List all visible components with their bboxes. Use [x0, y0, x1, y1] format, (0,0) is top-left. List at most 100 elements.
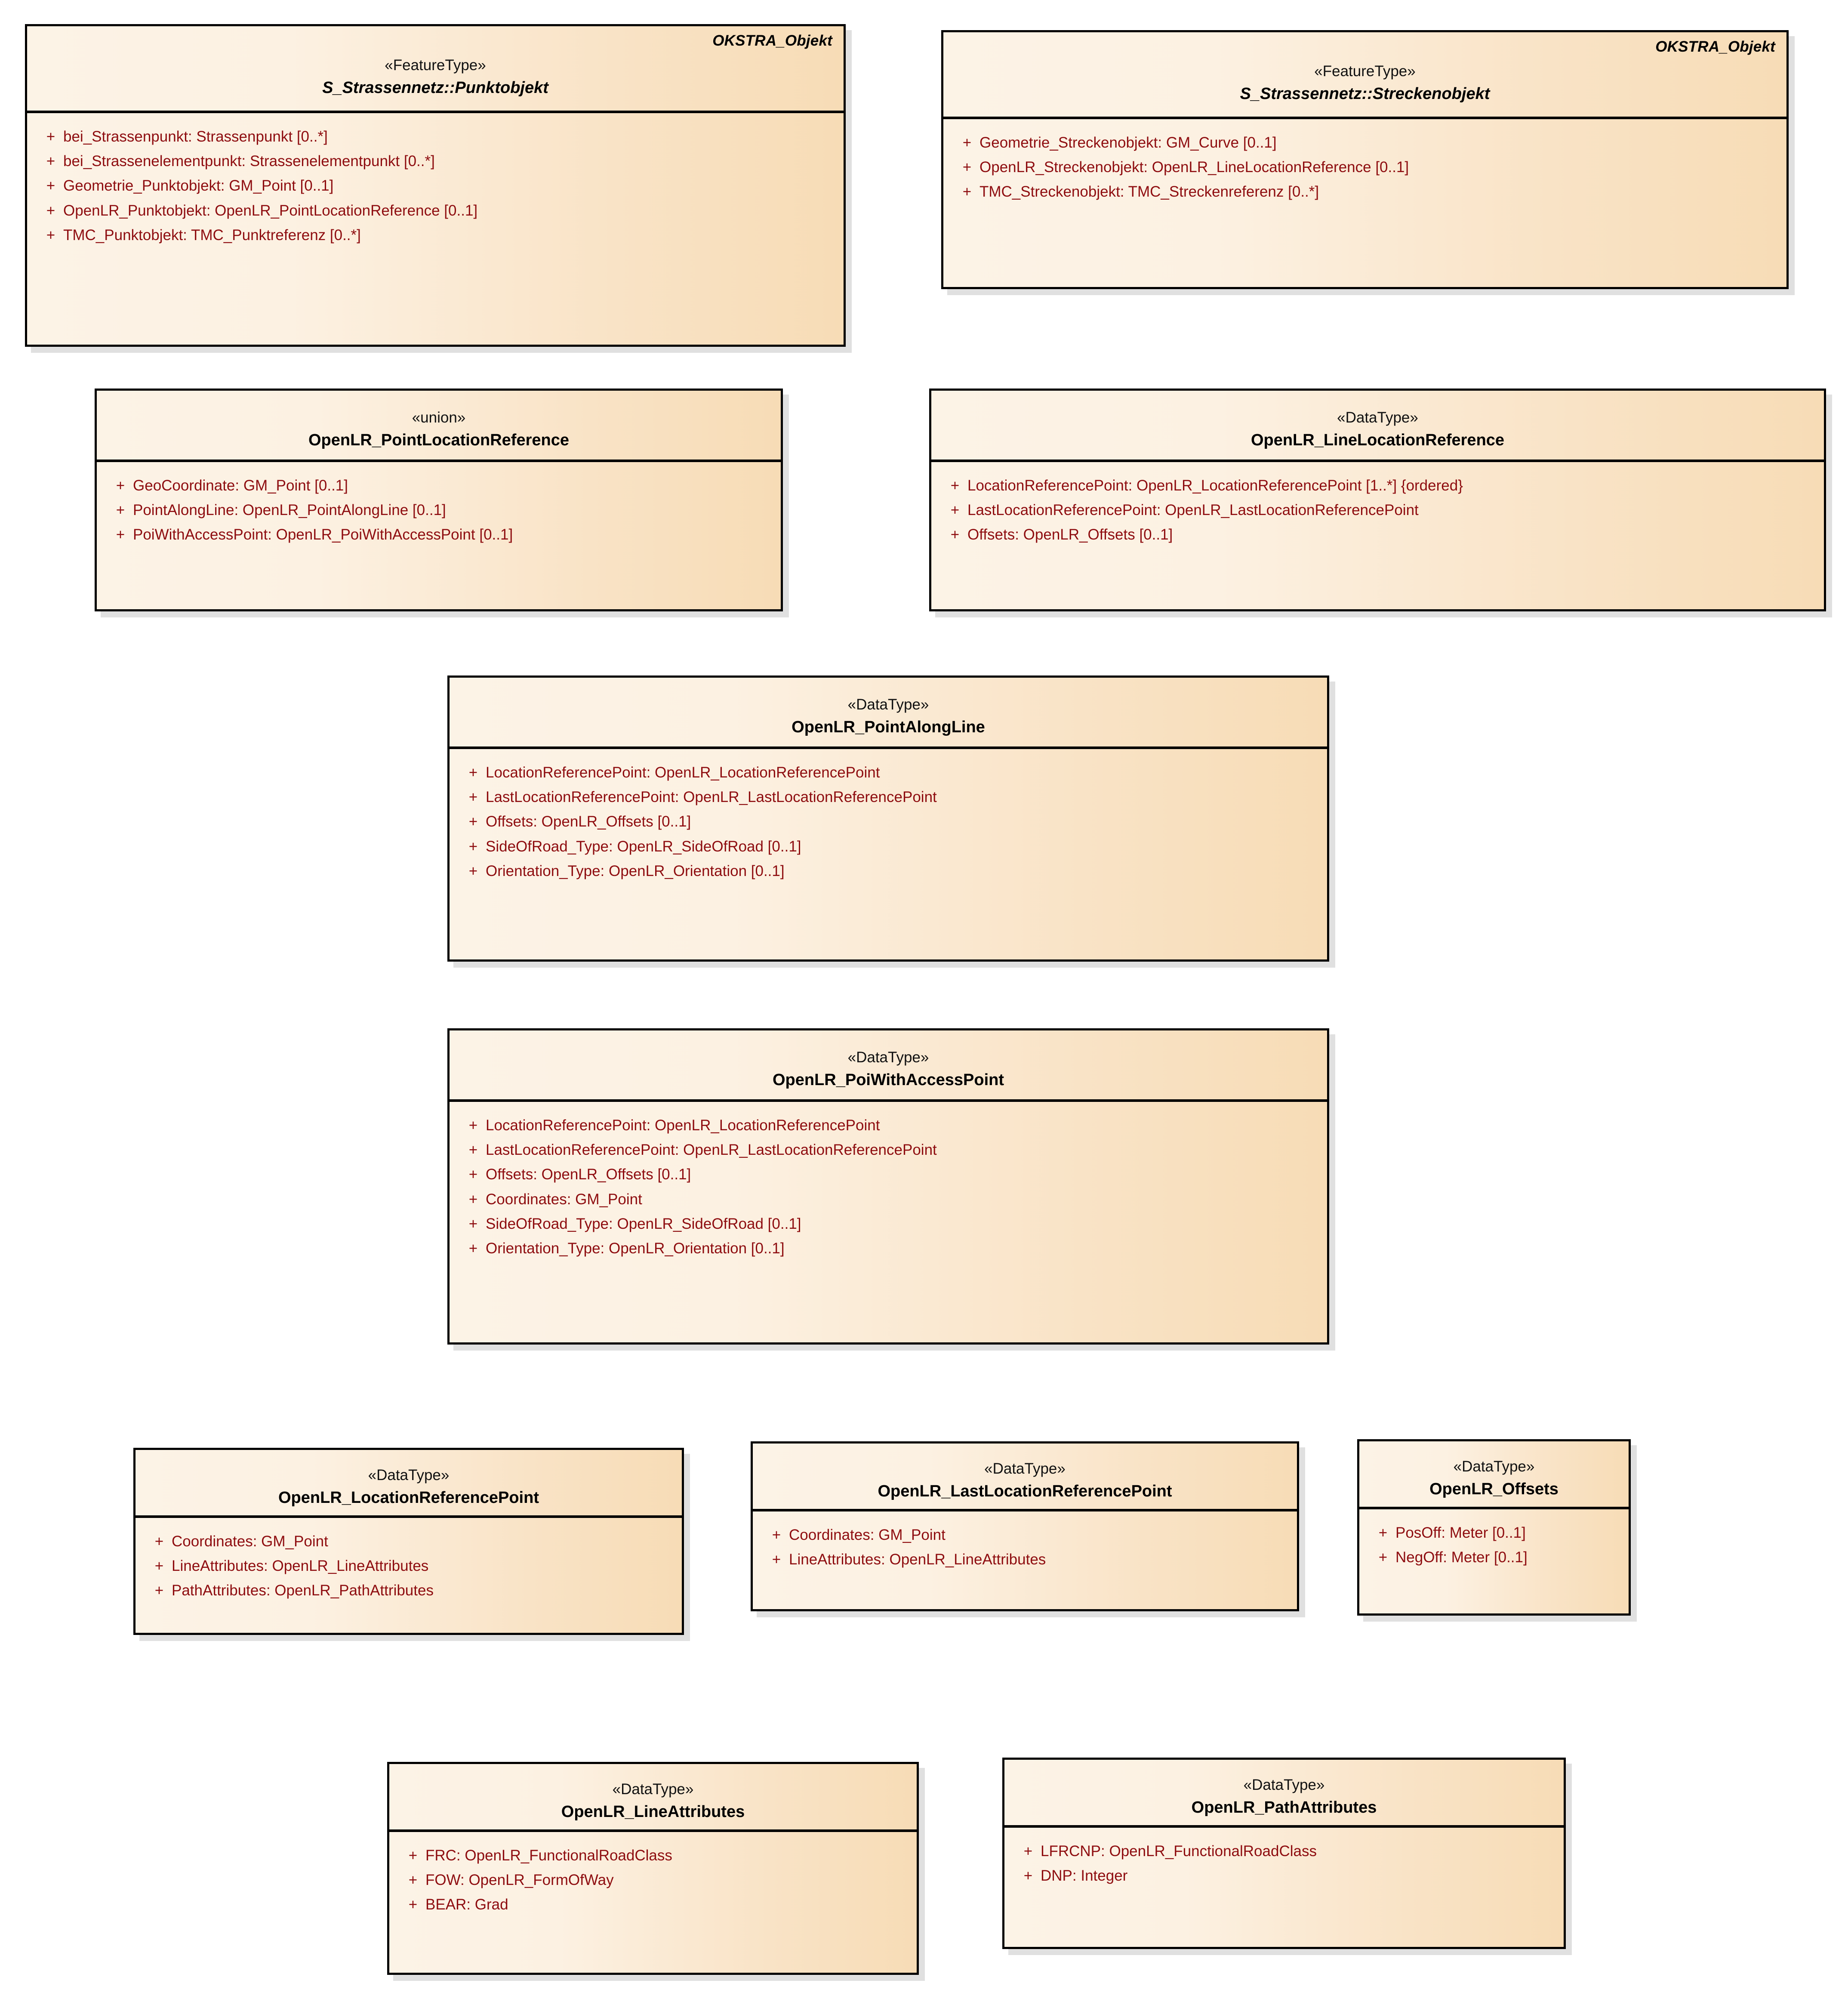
- class-header: «DataType» OpenLR_Offsets: [1359, 1441, 1629, 1507]
- attribute-signature: LineAttributes: OpenLR_LineAttributes: [789, 1551, 1046, 1568]
- class-stereotype: «DataType»: [1453, 1458, 1535, 1475]
- attribute-signature: BEAR: Grad: [425, 1896, 508, 1913]
- visibility-marker: +: [46, 128, 55, 145]
- class-stereotype: «FeatureType»: [1314, 63, 1416, 80]
- class-header: «DataType» OpenLR_LastLocationReferenceP…: [753, 1443, 1297, 1509]
- class-attributes: +bei_Strassenpunkt: Strassenpunkt [0..*]…: [27, 113, 844, 345]
- visibility-marker: +: [116, 477, 125, 494]
- attribute-row: + PathAttributes: OpenLR_PathAttributes: [147, 1578, 682, 1603]
- class-stereotype: «FeatureType»: [385, 57, 486, 74]
- attribute-signature: LFRCNP: OpenLR_FunctionalRoadClass: [1041, 1843, 1317, 1860]
- uml-class-openlr-pathattributes[interactable]: «DataType» OpenLR_PathAttributes + LFRCNP…: [1002, 1758, 1566, 1949]
- attribute-row: +Orientation_Type: OpenLR_Orientation [0…: [461, 1236, 1327, 1261]
- attribute-row: +Offsets: OpenLR_Offsets [0..1]: [942, 522, 1824, 547]
- attribute-signature: LastLocationReferencePoint: OpenLR_LastL…: [967, 502, 1419, 519]
- visibility-marker: +: [468, 1166, 478, 1183]
- attribute-row: +LastLocationReferencePoint: OpenLR_Last…: [461, 1138, 1327, 1162]
- class-name: S_Strassennetz::Streckenobjekt: [1240, 84, 1490, 103]
- class-name: OpenLR_LastLocationReferencePoint: [878, 1482, 1172, 1500]
- class-name: OpenLR_PathAttributes: [1191, 1798, 1377, 1817]
- visibility-marker: +: [468, 813, 478, 830]
- attribute-row: +OpenLR_Punktobjekt: OpenLR_PointLocatio…: [38, 198, 844, 223]
- visibility-marker: +: [772, 1551, 781, 1568]
- attribute-signature: FOW: OpenLR_FormOfWay: [425, 1872, 614, 1889]
- visibility-marker: +: [116, 502, 125, 519]
- uml-class-openlr-pointlocationreference[interactable]: «union» OpenLR_PointLocationReference +G…: [95, 389, 783, 611]
- visibility-marker: +: [154, 1582, 164, 1599]
- attribute-row: +Coordinates: GM_Point: [147, 1529, 682, 1554]
- attribute-signature: PathAttributes: OpenLR_PathAttributes: [172, 1582, 434, 1599]
- attribute-signature: LocationReferencePoint: OpenLR_LocationR…: [967, 477, 1463, 494]
- attribute-signature: LocationReferencePoint: OpenLR_LocationR…: [486, 1117, 880, 1134]
- class-attributes: + LFRCNP: OpenLR_FunctionalRoadClass +DNP…: [1004, 1828, 1564, 1947]
- uml-class-openlr-lineattributes[interactable]: «DataType» OpenLR_LineAttributes +FRC: O…: [387, 1762, 919, 1975]
- visibility-marker: +: [962, 134, 972, 151]
- attribute-row: + FOW: OpenLR_FormOfWay: [400, 1868, 917, 1892]
- class-name: OpenLR_PointLocationReference: [308, 431, 569, 449]
- visibility-marker: +: [1378, 1524, 1388, 1541]
- class-name: OpenLR_LineLocationReference: [1250, 431, 1505, 449]
- class-divider: [450, 1099, 1327, 1102]
- visibility-marker: +: [154, 1533, 164, 1550]
- visibility-marker: +: [772, 1527, 781, 1543]
- attribute-row: +Coordinates: GM_Point: [764, 1523, 1297, 1547]
- class-divider: [450, 746, 1327, 749]
- class-divider: [1359, 1507, 1629, 1509]
- class-attributes: + LocationReferencePoint: OpenLR_Location…: [450, 1102, 1327, 1342]
- class-stereotype: «DataType»: [1243, 1777, 1325, 1793]
- attribute-row: +LocationReferencePoint: OpenLR_Location…: [461, 760, 1327, 785]
- attribute-row: + Offsets: OpenLR_Offsets [0..1]: [461, 1162, 1327, 1187]
- class-attributes: +FRC: OpenLR_FunctionalRoadClass +FOW: O…: [389, 1832, 917, 1973]
- class-stereotype: «DataType»: [368, 1467, 450, 1484]
- class-divider: [97, 460, 781, 462]
- attribute-row: +DNP: Integer: [1016, 1863, 1564, 1888]
- uml-class-openlr-poiwithaccesspoint[interactable]: «DataType» OpenLR_PoiWithAccessPoint +Lo…: [447, 1028, 1329, 1345]
- visibility-marker: +: [1023, 1843, 1033, 1860]
- attribute-signature: PoiWithAccessPoint: OpenLR_PoiWithAccess…: [133, 526, 513, 543]
- class-stereotype: «DataType»: [984, 1460, 1066, 1477]
- attribute-signature: TMC_Streckenobjekt: TMC_Streckenreferenz…: [979, 183, 1319, 200]
- class-stereotype: «DataType»: [612, 1781, 694, 1798]
- class-header: OKSTRA_Objekt «FeatureType» S_Strassenne…: [27, 26, 844, 111]
- corner-note-okstra-objekt: OKSTRA_Objekt: [712, 32, 832, 49]
- uml-class-openlr-pointalongline[interactable]: «DataType» OpenLR_PointAlongLine +Locati…: [447, 675, 1329, 962]
- class-name: OpenLR_Offsets: [1429, 1480, 1558, 1498]
- attribute-row: +NegOff: Meter [0..1]: [1371, 1545, 1629, 1570]
- visibility-marker: +: [408, 1872, 418, 1889]
- class-stereotype: «DataType»: [847, 696, 929, 713]
- class-attributes: +PosOff: Meter [0..1] +NegOff: Meter [0.…: [1359, 1509, 1629, 1613]
- attribute-row: +bei_Strassenelementpunkt: Strasseneleme…: [38, 149, 844, 173]
- class-divider: [27, 111, 844, 113]
- uml-class-openlr-linelocationreference[interactable]: «DataType» OpenLR_LineLocationReference …: [929, 389, 1826, 611]
- visibility-marker: +: [962, 183, 972, 200]
- uml-class-openlr-lastlocationreferencepoint[interactable]: «DataType» OpenLR_LastLocationReferenceP…: [751, 1441, 1299, 1611]
- attribute-signature: DNP: Integer: [1041, 1867, 1128, 1885]
- uml-class-openlr-offsets[interactable]: «DataType» OpenLR_Offsets +PosOff: Meter…: [1357, 1439, 1631, 1616]
- attribute-signature: Orientation_Type: OpenLR_Orientation [0.…: [486, 862, 785, 879]
- class-name: OpenLR_LocationReferencePoint: [278, 1488, 539, 1507]
- attribute-signature: SideOfRoad_Type: OpenLR_SideOfRoad [0..1…: [486, 838, 801, 855]
- uml-class-streckenobjekt[interactable]: OKSTRA_Objekt «FeatureType» S_Strassenne…: [941, 30, 1789, 289]
- attribute-row: +Coordinates: GM_Point: [461, 1187, 1327, 1212]
- attribute-row: +LocationReferencePoint: OpenLR_Location…: [461, 1113, 1327, 1138]
- attribute-row: +SideOfRoad_Type: OpenLR_SideOfRoad [0..…: [461, 1212, 1327, 1236]
- class-attributes: +Coordinates: GM_Point +LineAttributes: …: [136, 1518, 682, 1633]
- class-attributes: +Geometrie_Streckenobjekt: GM_Curve [0..…: [943, 119, 1786, 287]
- attribute-signature: OpenLR_Punktobjekt: OpenLR_PointLocation…: [63, 202, 478, 219]
- visibility-marker: +: [116, 526, 125, 543]
- uml-class-punktobjekt[interactable]: OKSTRA_Objekt «FeatureType» S_Strassenne…: [25, 24, 846, 347]
- visibility-marker: +: [468, 1215, 478, 1232]
- attribute-signature: Offsets: OpenLR_Offsets [0..1]: [486, 1166, 691, 1183]
- uml-class-openlr-locationreferencepoint[interactable]: «DataType» OpenLR_LocationReferencePoint…: [133, 1448, 684, 1635]
- attribute-signature: LocationReferencePoint: OpenLR_LocationR…: [486, 764, 880, 781]
- visibility-marker: +: [468, 1141, 478, 1159]
- class-divider: [136, 1515, 682, 1518]
- visibility-marker: +: [468, 1191, 478, 1208]
- class-attributes: + LocationReferencePoint: OpenLR_Location…: [931, 462, 1824, 609]
- attribute-row: + PoiWithAccessPoint: OpenLR_PoiWithAcces…: [108, 522, 781, 547]
- visibility-marker: +: [950, 502, 960, 519]
- class-divider: [1004, 1825, 1564, 1828]
- class-name: OpenLR_LineAttributes: [561, 1802, 745, 1821]
- visibility-marker: +: [962, 159, 972, 176]
